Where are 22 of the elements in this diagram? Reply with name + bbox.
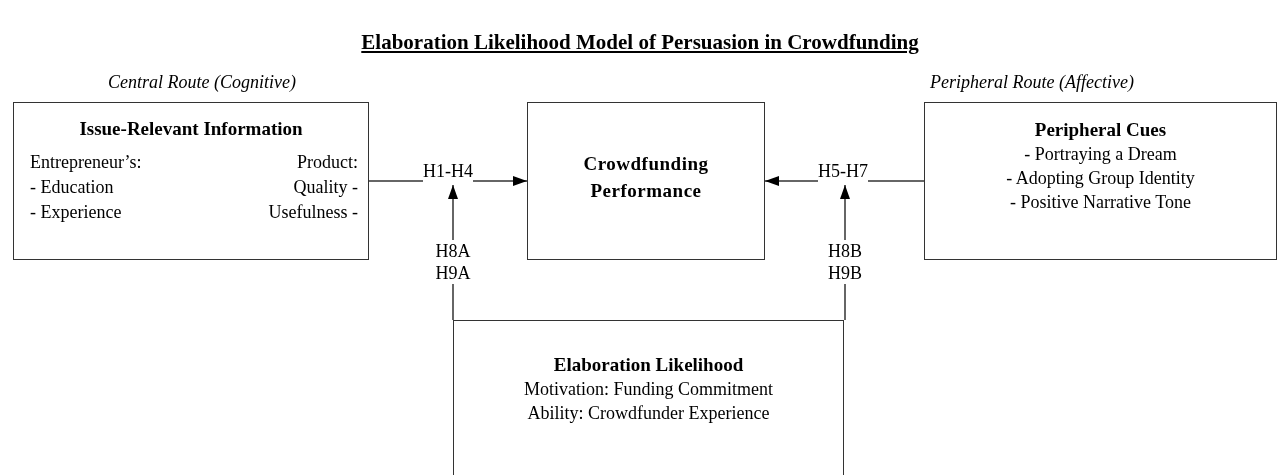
- box-heading: Crowdfunding Performance: [582, 152, 710, 203]
- route-label: Central Route (Cognitive): [108, 72, 296, 93]
- box-text: - Positive Narrative Tone: [1010, 191, 1191, 214]
- process-box: [13, 102, 369, 260]
- process-box: [453, 320, 844, 475]
- process-box: [924, 102, 1277, 260]
- box-text: Product:: [297, 151, 358, 173]
- diagram-title: Elaboration Likelihood Model of Persuasion in Crowdfunding: [360, 30, 920, 55]
- box-text: - Experience: [30, 201, 122, 223]
- box-text: Motivation: Funding Commitment: [524, 378, 773, 401]
- box-heading: Issue-Relevant Information: [78, 118, 304, 140]
- box-text: - Portraying a Dream: [1024, 143, 1177, 166]
- box-text: Quality -: [293, 176, 358, 198]
- box-heading: Elaboration Likelihood: [553, 353, 744, 377]
- box-text: Entrepreneur’s:: [30, 151, 142, 173]
- box-text: Ability: Crowdfunder Experience: [527, 402, 770, 425]
- route-label: Peripheral Route (Affective): [930, 72, 1134, 93]
- box-heading: Peripheral Cues: [1034, 118, 1167, 142]
- box-text: - Adopting Group Identity: [1006, 167, 1195, 190]
- box-text: Usefulness -: [268, 201, 358, 223]
- process-box: [527, 102, 765, 260]
- box-text: - Education: [30, 176, 114, 198]
